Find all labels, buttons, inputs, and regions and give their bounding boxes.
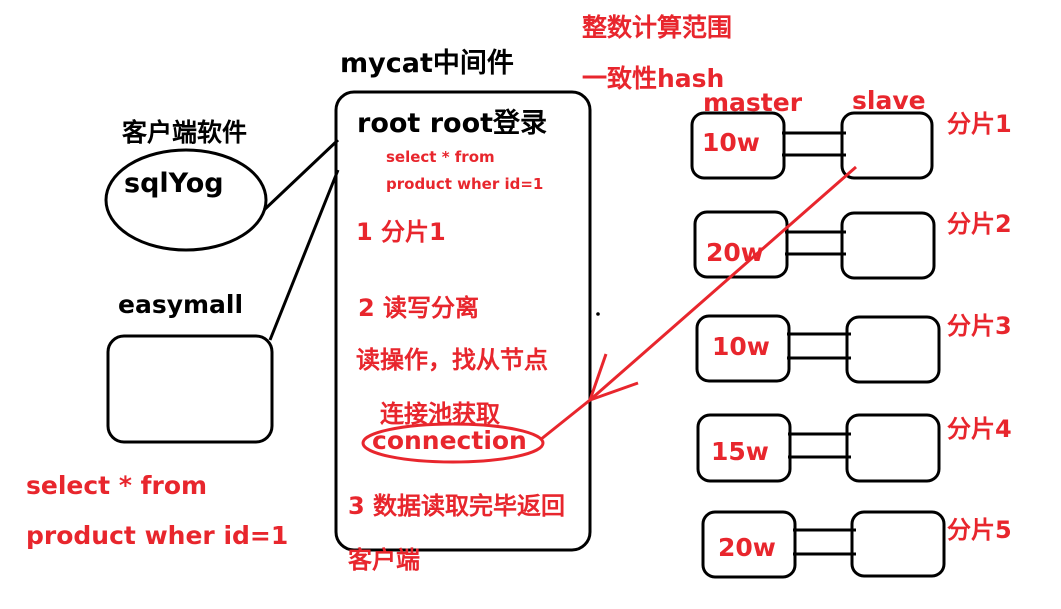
stray-dot (596, 312, 600, 316)
shard-4-master-box (696, 413, 792, 483)
shard-1-master-value: 10w (702, 128, 760, 157)
slave-label: slave (852, 86, 926, 115)
shard-4 (696, 413, 941, 483)
step2-detail: 读操作，找从节点 (356, 346, 548, 374)
client-query-line1: select * from (26, 471, 208, 500)
sqlyog-ellipse (104, 148, 268, 252)
shard-2-slave-box (840, 211, 936, 280)
arrowhead-left-stroke (588, 353, 608, 401)
arrowhead-right-stroke (589, 381, 639, 402)
shard-5 (701, 510, 946, 579)
shard-5-slave-box (850, 510, 946, 578)
connection-label: connection (372, 426, 527, 455)
int-range-label: 整数计算范围 (582, 13, 733, 42)
easymall-label: easymall (118, 290, 244, 319)
shard-1-master-box (690, 111, 786, 180)
shard-1-label: 分片1 (947, 110, 1012, 138)
master-label: master (703, 88, 803, 117)
shard-3-label: 分片3 (947, 312, 1012, 340)
shard-4-master-value: 15w (711, 437, 769, 466)
shard-3-master-box (695, 314, 791, 383)
step3-label: 3 数据读取完毕返回 (348, 492, 566, 520)
login-label: root root登录 (357, 108, 548, 139)
client-query-line2: product wher id=1 (26, 521, 289, 550)
shard-2-master-value: 20w (706, 238, 764, 267)
shard-3-slave-box (845, 315, 941, 384)
shard-4-slave-box (845, 413, 941, 483)
shard-2-master-box (693, 210, 789, 279)
sqlyog-to-mycat-line (262, 138, 340, 212)
mycat-sql-line2: product wher id=1 (386, 175, 544, 193)
mycat-sql-line1: select * from (386, 148, 495, 166)
shard-2-label: 分片2 (947, 210, 1012, 238)
shard-2 (693, 210, 936, 280)
mycat-box (334, 90, 592, 552)
easymall-to-mycat-line (268, 169, 340, 341)
slave-to-mycat-arrow-line (589, 165, 857, 402)
arrow-to-connection-line (539, 398, 591, 442)
shard-1 (690, 111, 934, 180)
shard-5-master-value: 20w (718, 533, 776, 562)
step2-label: 2 读写分离 (358, 294, 480, 322)
shard-1-slave-box (840, 111, 934, 180)
sqlyog-label: sqlYog (124, 168, 224, 199)
step1-label: 1 分片1 (356, 218, 446, 246)
shard-5-label: 分片5 (947, 516, 1012, 544)
shard-3 (695, 314, 941, 384)
client-software-label: 客户端软件 (122, 118, 248, 147)
step3-continued: 客户端 (348, 546, 420, 574)
connection-ellipse (361, 422, 545, 464)
shard-3-master-value: 10w (712, 332, 770, 361)
shard-5-master-box (701, 510, 797, 579)
consistent-hash-label: 一致性hash (582, 64, 725, 93)
middleware-title: mycat中间件 (340, 48, 514, 79)
easymall-box (106, 334, 274, 444)
shard-4-label: 分片4 (947, 415, 1012, 443)
pool-label: 连接池获取 (380, 400, 500, 428)
